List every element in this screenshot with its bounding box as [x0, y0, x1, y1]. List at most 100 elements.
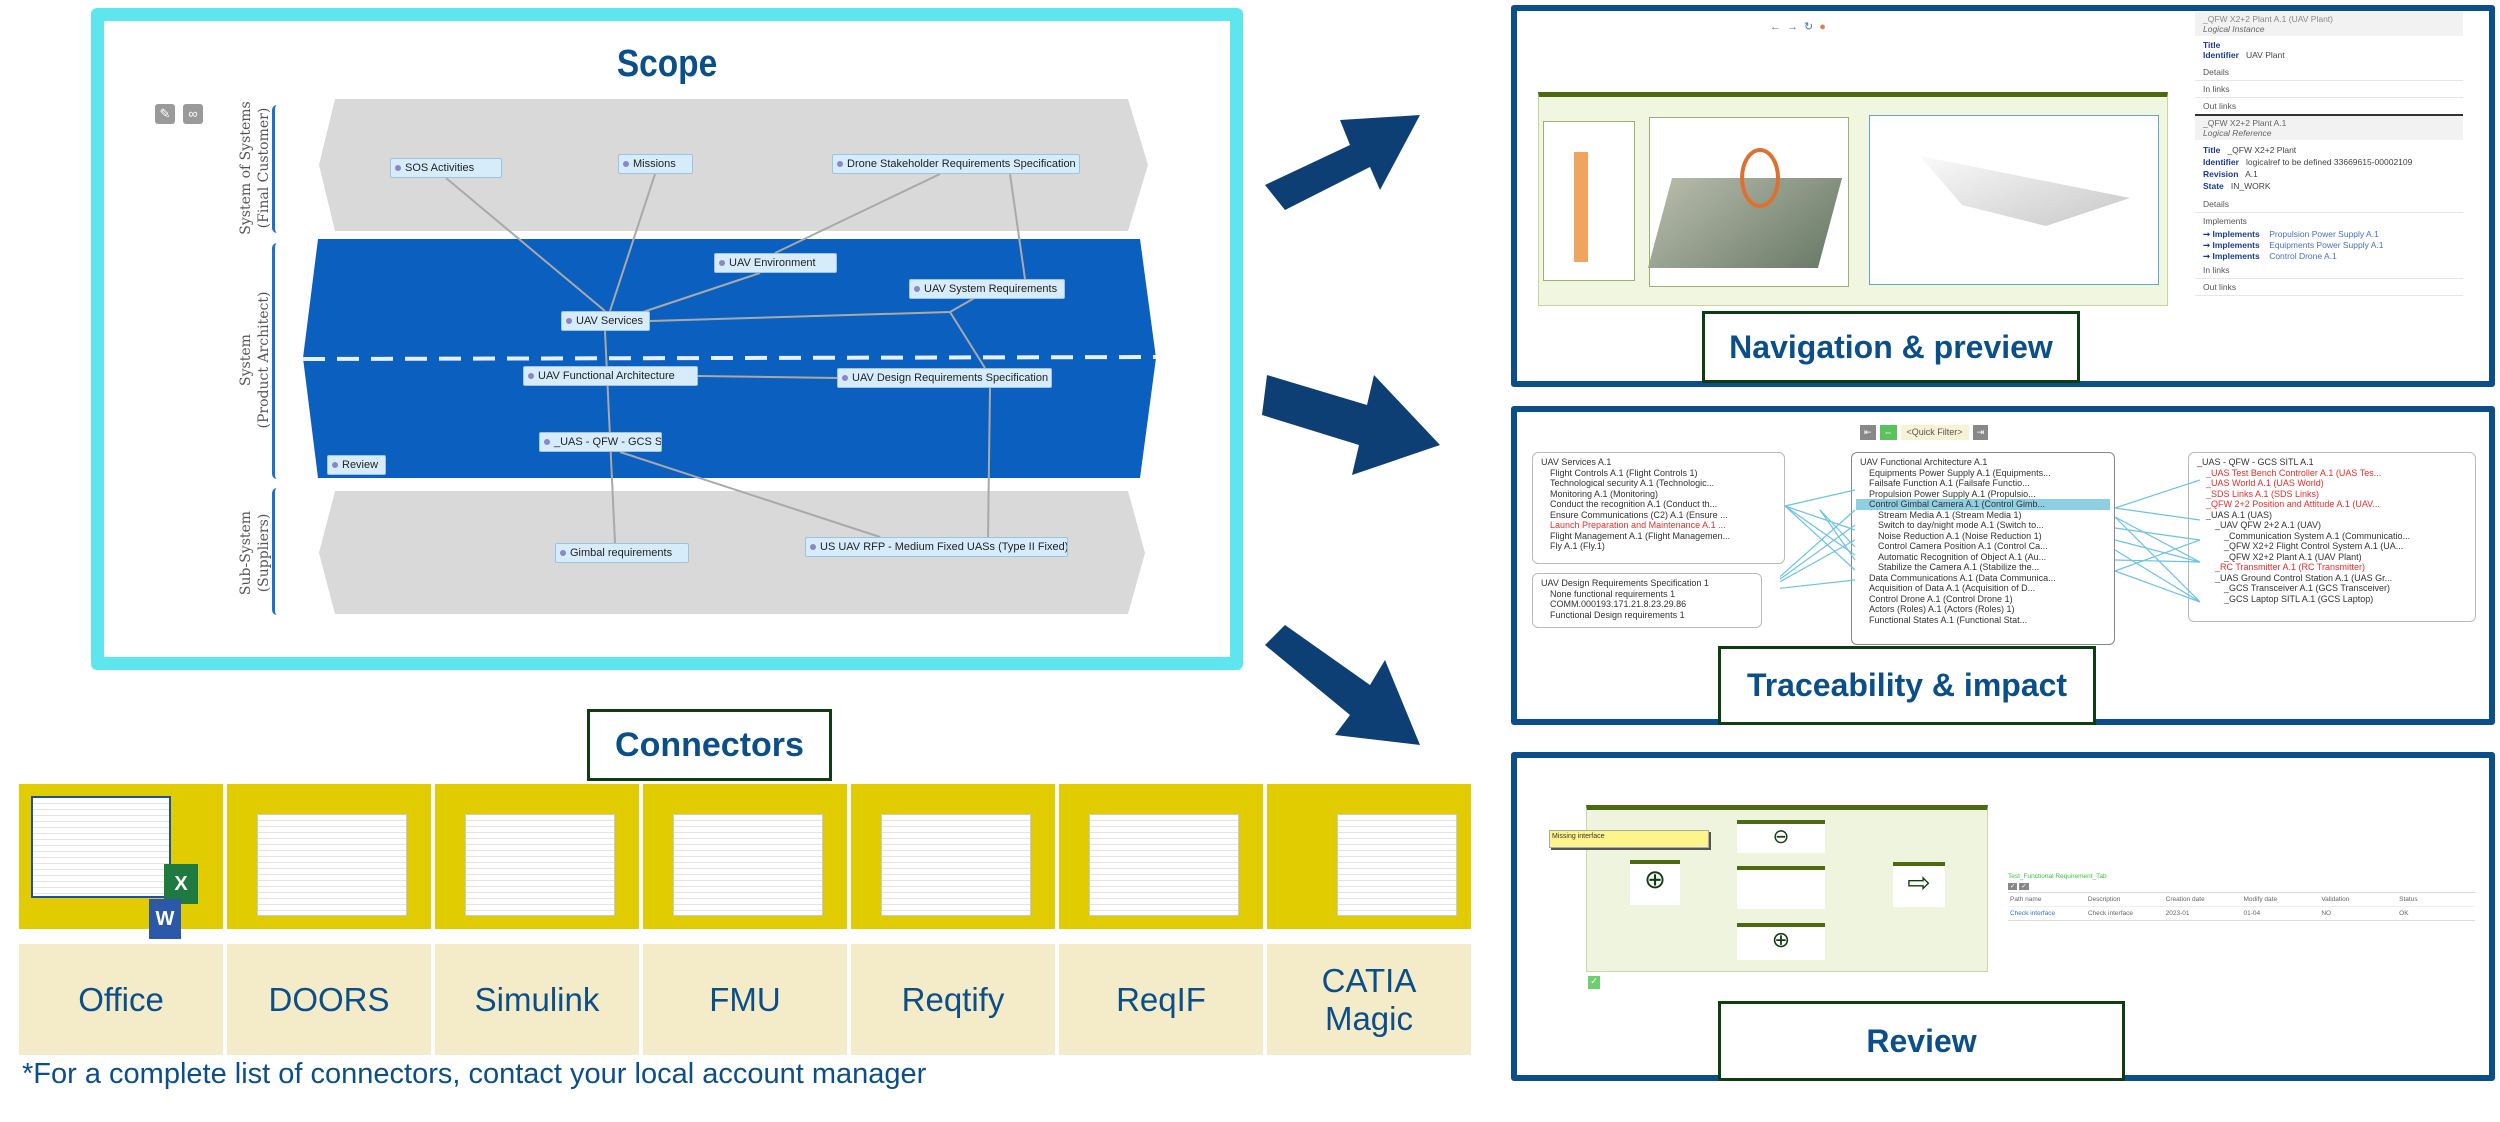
tree-item[interactable]: _QFW X2+2 Flight Control System A.1 (UA.… — [2224, 541, 2404, 551]
implements-target[interactable]: Propulsion Power Supply A.1 — [2269, 229, 2379, 239]
implements-row[interactable]: ➞ Implements Propulsion Power Supply A.1 — [2203, 229, 2455, 240]
column-header[interactable]: Modify date — [2243, 896, 2278, 903]
column-header[interactable]: Creation date — [2165, 896, 2205, 903]
tree-item[interactable]: _QFW 2+2 Position and Attitude A.1 (UAV.… — [2206, 499, 2380, 509]
tree-item[interactable]: UAV Services A.1 — [1541, 457, 1612, 467]
tree-item[interactable]: Propulsion Power Supply A.1 (Propulsio..… — [1869, 488, 2036, 499]
tree-item[interactable]: Monitoring A.1 (Monitoring) — [1550, 488, 1659, 499]
tree-item[interactable]: Functional States A.1 (Functional Stat..… — [1869, 614, 2028, 625]
connector-tile-reqtify[interactable] — [851, 784, 1055, 929]
node-uav-services[interactable]: UAV Services — [561, 311, 650, 331]
connector-tile-catia[interactable] — [1267, 784, 1471, 929]
node-uav-functional-architecture[interactable]: UAV Functional Architecture — [523, 366, 698, 386]
implements-row[interactable]: ➞ Implements Control Drone A.1 — [2203, 251, 2455, 262]
review-diagram[interactable]: ⊕ ⊖ ⊕ ⇨ — [1586, 805, 1988, 972]
tree-item[interactable]: Flight Controls A.1 (Flight Controls 1) — [1550, 467, 1698, 478]
column-header[interactable]: Path name — [2010, 896, 2042, 903]
edit-icon[interactable]: ✎ — [155, 104, 175, 124]
tree-item[interactable]: _GCS Laptop SITL A.1 (GCS Laptop) — [2224, 593, 2374, 604]
link-icon[interactable]: ∞ — [183, 104, 203, 124]
tree-item[interactable]: _UAS World A.1 (UAS World) — [2206, 478, 2324, 488]
tree-item[interactable]: Automatic Recognition of Object A.1 (Au.… — [1878, 551, 2047, 562]
node-missions[interactable]: Missions — [618, 154, 693, 174]
node-sos-activities[interactable]: SOS Activities — [390, 158, 502, 178]
expand-out-button[interactable]: ⇥ — [1972, 425, 1989, 440]
connector-tile-doors[interactable] — [227, 784, 431, 929]
tree-item[interactable]: _Communication System A.1 (Communicatio.… — [2224, 530, 2411, 541]
tree-item[interactable]: Control Gimbal Camera A.1 (Control Gimb.… — [1856, 499, 2110, 510]
forward-icon[interactable]: → — [1787, 21, 1804, 33]
quick-filter-input[interactable]: <Quick Filter> — [1900, 425, 1969, 440]
ref-section-in-links[interactable]: In links — [2195, 262, 2463, 279]
tree-item[interactable]: Noise Reduction A.1 (Noise Reduction 1) — [1878, 530, 2042, 541]
tree-item[interactable]: Control Camera Position A.1 (Control Ca.… — [1878, 541, 2048, 551]
tree-item[interactable]: Control Drone A.1 (Control Drone 1) — [1869, 593, 2013, 604]
back-icon[interactable]: ← — [1770, 21, 1787, 33]
navigation-diagram[interactable] — [1538, 92, 2168, 306]
node-uas-qfw-gcs-sitl[interactable]: _UAS - QFW - GCS SITL — [539, 432, 662, 452]
ref-section-implements[interactable]: Implements — [2203, 216, 2247, 226]
validate-check-icon[interactable]: ✓ — [1588, 976, 1600, 989]
column-header[interactable]: Status — [2399, 896, 2418, 903]
column-header[interactable]: Description — [2087, 896, 2121, 903]
tree-item[interactable]: _SDS Links A.1 (SDS Links) — [2206, 488, 2320, 499]
tree-item[interactable]: _UAS Ground Control Station A.1 (UAS Gr.… — [2215, 572, 2393, 583]
nav-toolbar[interactable]: ←→↻● — [1770, 20, 1832, 33]
tree-item[interactable]: None functional requirements 1 — [1550, 588, 1676, 599]
section-details[interactable]: Details — [2195, 64, 2463, 81]
tree-item[interactable]: _UAV QFW 2+2 A.1 (UAV) — [2215, 520, 2321, 530]
tree-item[interactable]: Stream Media A.1 (Stream Media 1) — [1878, 509, 2022, 520]
approve-button[interactable]: ✓ — [2008, 883, 2018, 890]
tree-item[interactable]: _QFW X2+2 Plant A.1 (UAV Plant) — [2224, 551, 2362, 562]
node-us-uav-rfp[interactable]: US UAV RFP - Medium Fixed UASs (Type II … — [805, 537, 1068, 557]
tree-item[interactable]: Functional Design requirements 1 — [1550, 609, 1685, 620]
tree-item[interactable]: UAV Design Requirements Specification 1 — [1541, 578, 1709, 588]
node-uav-system-requirements[interactable]: UAV System Requirements — [909, 279, 1065, 299]
connector-tile-fmu[interactable] — [643, 784, 847, 929]
implements-target[interactable]: Control Drone A.1 — [2269, 251, 2337, 261]
tree-item[interactable]: Ensure Communications (C2) A.1 (Ensure .… — [1550, 509, 1728, 520]
tree-item[interactable]: _RC Transmitter A.1 (RC Transmitter) — [2215, 562, 2366, 572]
tree-item[interactable]: Stabilize the Camera A.1 (Stabilize the.… — [1878, 562, 2040, 572]
connector-tile-reqif[interactable] — [1059, 784, 1263, 929]
expand-in-button[interactable]: ⇤ — [1860, 425, 1876, 440]
tree-item[interactable]: Failsafe Function A.1 (Failsafe Functio.… — [1869, 478, 2030, 488]
tree-item[interactable]: Acquisition of Data A.1 (Acquisition of … — [1869, 583, 2036, 593]
section-out-links[interactable]: Out links — [2195, 98, 2463, 116]
tree-item[interactable]: Equipments Power Supply A.1 (Equipments.… — [1869, 467, 2051, 478]
tree-item[interactable]: _UAS Test Bench Controller A.1 (UAS Tes.… — [2206, 467, 2382, 478]
ref-section-out-links[interactable]: Out links — [2195, 279, 2463, 296]
connector-tile-simulink[interactable] — [435, 784, 639, 929]
expand-all-button[interactable]: ⇔ — [1879, 425, 1897, 440]
implements-target[interactable]: Equipments Power Supply A.1 — [2269, 240, 2384, 250]
tree-item[interactable]: Actors (Roles) A.1 (Actors (Roles) 1) — [1869, 604, 2015, 614]
node-uav-environment[interactable]: UAV Environment — [714, 253, 837, 273]
tree-item[interactable]: Conduct the recognition A.1 (Conduct th.… — [1550, 499, 1718, 509]
tree-item[interactable]: Switch to day/night mode A.1 (Switch to.… — [1878, 520, 2044, 530]
tree-item[interactable]: _GCS Transceiver A.1 (GCS Transceiver) — [2224, 583, 2391, 593]
implements-row[interactable]: ➞ Implements Equipments Power Supply A.1 — [2203, 240, 2455, 251]
column-header[interactable]: Validation — [2321, 896, 2350, 903]
tree-item[interactable]: UAV Functional Architecture A.1 — [1860, 457, 1988, 467]
tree-item[interactable]: Launch Preparation and Maintenance A.1 .… — [1550, 520, 1726, 530]
tree-item[interactable]: Fly A.1 (Fly.1) — [1550, 541, 1605, 551]
section-in-links[interactable]: In links — [2195, 81, 2463, 98]
tree-item[interactable]: Flight Management A.1 (Flight Managemen.… — [1550, 530, 1731, 541]
node-uav-design-requirements[interactable]: UAV Design Requirements Specification — [837, 368, 1052, 388]
ref-section-details[interactable]: Details — [2195, 196, 2463, 213]
tree-item[interactable]: _UAS A.1 (UAS) — [2206, 509, 2273, 520]
node-review[interactable]: Review — [327, 455, 386, 475]
instance-header[interactable]: _QFW X2+2 Plant A.1 (UAV Plant)Logical I… — [2195, 12, 2463, 36]
tree-item[interactable]: COMM.000193.171.21.8.23.29.86 — [1550, 599, 1687, 609]
refresh-icon[interactable]: ↻ — [1804, 21, 1820, 33]
tree-item[interactable]: Technological security A.1 (Technologic.… — [1550, 478, 1715, 488]
tree-item[interactable]: _UAS - QFW - GCS SITL A.1 — [2197, 457, 2314, 467]
reject-button[interactable]: ✓ — [2019, 883, 2029, 890]
tree-item[interactable]: Data Communications A.1 (Data Communica.… — [1869, 572, 2056, 583]
node-drone-stakeholder-requirements[interactable]: Drone Stakeholder Requirements Specifica… — [832, 154, 1080, 174]
home-icon[interactable]: ● — [1819, 21, 1832, 33]
node-gimbal-requirements[interactable]: Gimbal requirements — [555, 543, 689, 563]
